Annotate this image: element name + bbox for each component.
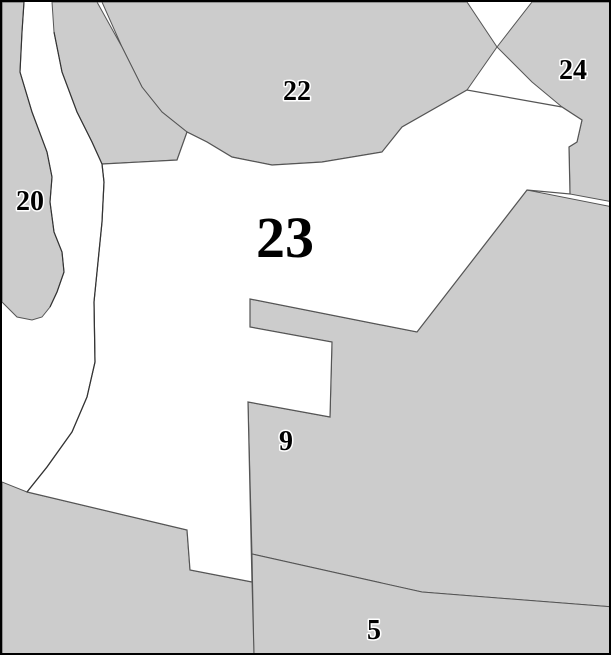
district-9-label: 9 [279, 426, 293, 457]
river-west-bank [26, 31, 105, 493]
district-22-label: 22 [283, 76, 311, 107]
district-5-label: 5 [367, 615, 381, 646]
district-23-label: 23 [256, 205, 314, 270]
district-24-label: 24 [559, 55, 587, 86]
district-20-label: 20 [16, 186, 44, 217]
river-east-bank [19, 2, 65, 308]
